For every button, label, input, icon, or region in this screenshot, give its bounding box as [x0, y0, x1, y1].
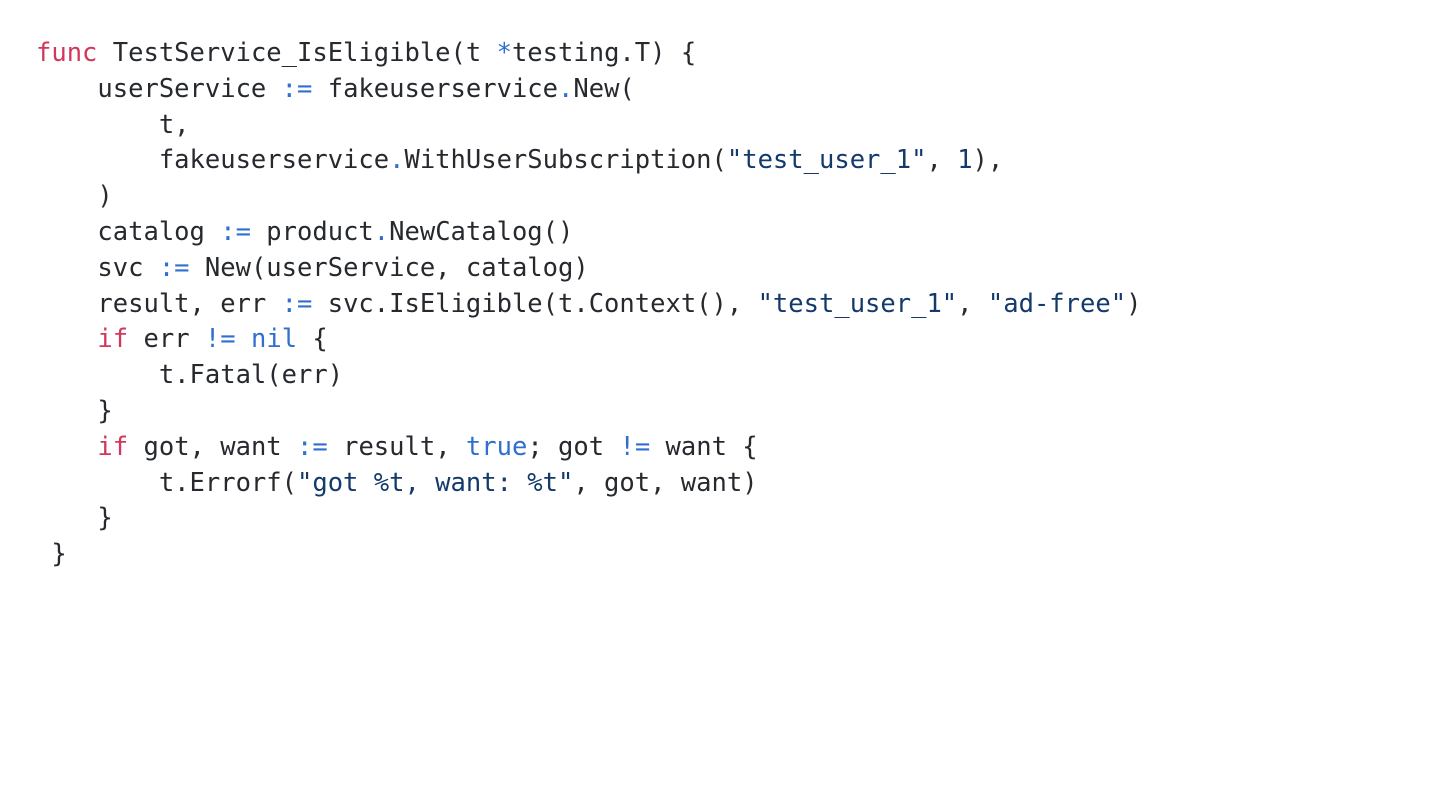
code-token-number: 1 [957, 145, 973, 176]
code-token-plain: NewCatalog() [389, 216, 574, 247]
code-token-plain: ), [972, 145, 1004, 176]
code-token-plain: t.Errorf( [36, 467, 297, 498]
code-token-plain: result, err [36, 288, 282, 319]
code-token-plain: got, want [128, 431, 298, 462]
code-token-plain: userService [36, 73, 282, 104]
code-token-string: "test_user_1" [726, 145, 927, 176]
code-line: } [36, 501, 1141, 537]
code-token-plain: } [36, 503, 113, 534]
code-token-plain: result, [327, 431, 466, 462]
code-token-plain: } [36, 539, 67, 570]
code-line: ) [36, 179, 1141, 215]
code-line: } [36, 537, 1141, 573]
code-line: if err != nil { [36, 322, 1141, 358]
code-line: func TestService_IsEligible(t *testing.T… [36, 36, 1141, 72]
code-token-plain [36, 324, 97, 354]
code-token-keyword: if [97, 431, 129, 462]
code-line: t.Fatal(err) [36, 358, 1141, 394]
code-token-plain: err [128, 324, 205, 355]
code-token-plain [36, 432, 97, 462]
code-token-plain: product [250, 216, 374, 247]
code-token-plain: svc [36, 252, 159, 283]
code-token-plain: , [957, 288, 988, 319]
code-token-plain: fakeuserservice [312, 73, 558, 104]
code-token-string: "got %t, want: %t" [297, 467, 574, 498]
code-token-selector-dot: . [373, 216, 390, 247]
code-token-plain: ; got [527, 431, 620, 462]
code-token-operator: := [281, 288, 313, 319]
code-token-plain: catalog [36, 216, 221, 247]
code-token-literal: true [465, 431, 528, 462]
code-token-plain: t.Fatal(err) [36, 360, 344, 391]
code-token-plain: svc.IsEligible(t.Context(), [312, 288, 758, 319]
code-token-plain: , got, want) [573, 467, 758, 498]
code-line: svc := New(userService, catalog) [36, 251, 1141, 287]
code-line: t, [36, 108, 1141, 144]
code-line: if got, want := result, true; got != wan… [36, 430, 1141, 466]
code-token-operator: := [281, 73, 313, 104]
code-token-plain: want { [650, 431, 758, 462]
code-line: userService := fakeuserservice.New( [36, 72, 1141, 108]
code-token-plain [236, 324, 251, 354]
code-token-literal: nil [250, 324, 298, 355]
code-listing: func TestService_IsEligible(t *testing.T… [36, 36, 1142, 573]
code-token-operator: := [220, 216, 251, 247]
code-token-plain: } [36, 395, 113, 426]
code-token-string: "ad-free" [987, 288, 1127, 319]
code-token-operator: != [619, 431, 651, 462]
code-token-keyword: func [36, 38, 98, 68]
code-token-plain: ) [36, 181, 113, 212]
code-token-plain: WithUserSubscription( [404, 145, 727, 176]
code-line: } [36, 394, 1141, 430]
code-line: t.Errorf("got %t, want: %t", got, want) [36, 466, 1141, 502]
code-token-plain: t, [36, 109, 190, 140]
code-token-plain: TestService_IsEligible(t [97, 38, 497, 68]
code-token-plain: { [297, 324, 328, 355]
code-token-plain: ) [1126, 288, 1142, 319]
code-token-selector-dot: . [558, 73, 574, 104]
code-token-plain: New( [573, 73, 635, 104]
code-token-operator: := [158, 252, 190, 283]
code-token-plain: , [926, 145, 958, 176]
code-token-selector-dot: . [389, 145, 405, 176]
code-line: catalog := product.NewCatalog() [36, 215, 1141, 251]
code-line: result, err := svc.IsEligible(t.Context(… [36, 287, 1141, 323]
code-token-keyword: if [97, 324, 129, 355]
code-token-operator: := [297, 431, 328, 462]
code-token-plain: New(userService, catalog) [189, 252, 589, 283]
code-token-operator: * [496, 38, 512, 68]
code-token-plain: fakeuserservice [36, 145, 390, 176]
code-token-plain: testing.T) { [511, 38, 697, 68]
code-token-string: "test_user_1" [757, 288, 958, 319]
code-line: fakeuserservice.WithUserSubscription("te… [36, 143, 1141, 179]
code-token-operator: != [204, 324, 236, 355]
